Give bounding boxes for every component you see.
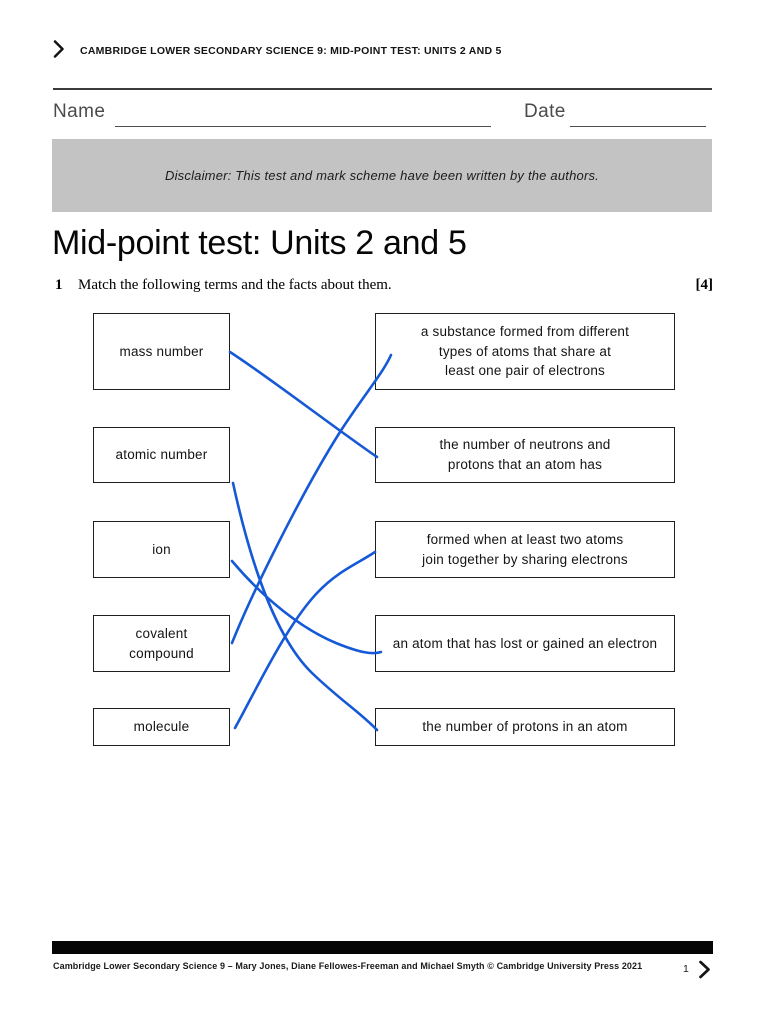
fact-label: a substance formed from different types … bbox=[420, 324, 630, 379]
date-write-line bbox=[570, 104, 706, 127]
footer-credit: Cambridge Lower Secondary Science 9 – Ma… bbox=[53, 961, 643, 971]
name-write-line bbox=[115, 104, 491, 127]
fact-label: formed when at least two atoms join toge… bbox=[422, 531, 628, 567]
next-page-chevron-icon bbox=[699, 960, 710, 979]
document-header-title: CAMBRIDGE LOWER SECONDARY SCIENCE 9: MID… bbox=[80, 45, 502, 57]
fact-box-molecule: formed when at least two atoms join toge… bbox=[375, 521, 675, 578]
question-number: 1 bbox=[55, 277, 63, 293]
connection-line bbox=[230, 353, 393, 645]
footer-bar bbox=[52, 941, 713, 954]
connection-line bbox=[228, 350, 379, 459]
term-label: covalent compound bbox=[129, 625, 194, 661]
page-title: Mid-point test: Units 2 and 5 bbox=[52, 224, 467, 262]
fact-box-mass-number: the number of neutrons and protons that … bbox=[375, 427, 675, 483]
term-box-molecule: molecule bbox=[93, 708, 230, 746]
term-box-ion: ion bbox=[93, 521, 230, 578]
fact-box-atomic-number: the number of protons in an atom bbox=[375, 708, 675, 746]
question-marks: [4] bbox=[695, 277, 714, 293]
disclaimer-box: Disclaimer: This test and mark scheme ha… bbox=[52, 139, 712, 212]
fact-label: an atom that has lost or gained an elect… bbox=[392, 635, 658, 651]
term-label: ion bbox=[152, 541, 171, 557]
fact-box-ion: an atom that has lost or gained an elect… bbox=[375, 615, 675, 672]
date-label: Date bbox=[524, 101, 566, 122]
connection-line bbox=[231, 481, 379, 732]
fact-box-covalent-compound: a substance formed from different types … bbox=[375, 313, 675, 390]
chevron-right-icon bbox=[53, 40, 64, 58]
term-box-covalent-compound: covalent compound bbox=[93, 615, 230, 672]
page-number: 1 bbox=[683, 963, 689, 975]
term-label: atomic number bbox=[115, 447, 208, 463]
header-divider bbox=[53, 88, 712, 90]
term-label: mass number bbox=[119, 343, 204, 359]
connection-line bbox=[230, 559, 383, 655]
term-box-atomic-number: atomic number bbox=[93, 427, 230, 483]
question-text: Match the following terms and the facts … bbox=[78, 277, 392, 293]
disclaimer-text: Disclaimer: This test and mark scheme ha… bbox=[165, 168, 599, 183]
fact-label: the number of neutrons and protons that … bbox=[439, 437, 611, 472]
name-label: Name bbox=[53, 101, 106, 122]
connection-line bbox=[233, 550, 377, 730]
term-box-mass-number: mass number bbox=[93, 313, 230, 390]
fact-label: the number of protons in an atom bbox=[422, 719, 628, 735]
term-label: molecule bbox=[133, 719, 190, 735]
